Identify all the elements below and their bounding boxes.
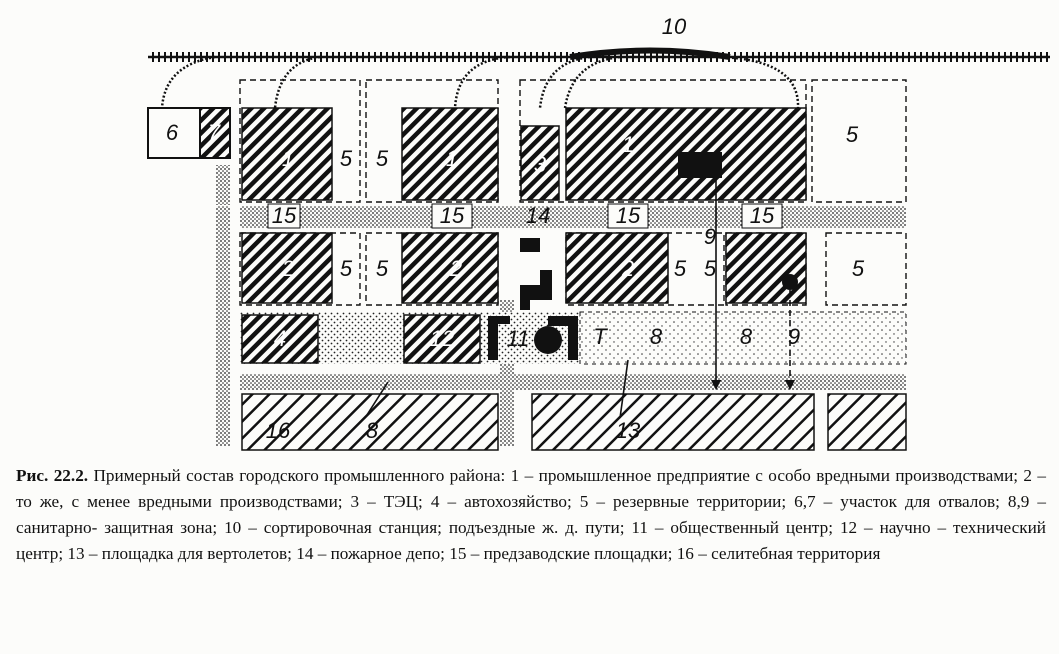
- label-transport: 4: [274, 326, 286, 351]
- label-plant-2b: 2: [449, 256, 462, 281]
- railway-spurs: [160, 55, 800, 109]
- label-reserve-e: 5: [376, 256, 389, 281]
- label-sanitary-a: 8: [650, 324, 663, 349]
- label-civic-center: 11: [507, 326, 530, 351]
- label-sanitary-b: 8: [740, 324, 753, 349]
- plant-1a: [241, 107, 333, 201]
- label-forecourt-a: 15: [272, 203, 297, 228]
- dump-strip: [216, 165, 230, 205]
- label-sanitary-c: 8: [366, 418, 379, 443]
- dump-block-6: [147, 107, 201, 159]
- plant-2c: [565, 232, 669, 304]
- label-plant-2c: 2: [621, 256, 634, 281]
- heliport-13: [531, 393, 815, 451]
- fire-station-building: [520, 270, 552, 310]
- plant-2b: [401, 232, 499, 304]
- label-fire-station: 14: [526, 203, 550, 228]
- label-plant-1a: 1: [282, 146, 294, 171]
- lower-road: [240, 374, 906, 390]
- label-power-plant: 3: [534, 152, 547, 177]
- chimney-block: [678, 152, 722, 178]
- pointer-arrowheads: [711, 380, 795, 390]
- label-plant-1b: 1: [446, 146, 458, 171]
- label-reserve-a: 5: [340, 146, 353, 171]
- plant-2d: [725, 232, 807, 304]
- caption-text: Примерный состав городского промышленног…: [16, 466, 1046, 563]
- label-research-center: 12: [430, 326, 454, 351]
- fire-station-icon: [520, 238, 540, 252]
- forecourt-pads: [267, 203, 783, 229]
- sanitary-zone-right: [579, 311, 907, 365]
- research-center-12: [403, 314, 481, 364]
- label-forecourt-d: 15: [750, 203, 775, 228]
- transport-depot-4: [241, 314, 319, 364]
- label-reserve-f: 5: [674, 256, 687, 281]
- label-residential: 16: [266, 418, 291, 443]
- label-sanitary-arrow: 9: [788, 324, 800, 349]
- label-sanitary-pointer: 9: [704, 224, 716, 249]
- label-plant-1c: 1: [622, 132, 634, 157]
- caption-title: Рис. 22.2.: [16, 466, 89, 485]
- label-forecourt-b: 15: [440, 203, 465, 228]
- residential-right: [827, 393, 907, 451]
- plant-2a: [241, 232, 333, 304]
- label-dump-7: 7: [208, 120, 221, 145]
- residential-16: [241, 393, 499, 451]
- label-reserve-b: 5: [376, 146, 389, 171]
- label-reserve-f2: 5: [704, 256, 717, 281]
- label-dump-6: 6: [166, 120, 179, 145]
- sorting-station-track: [569, 47, 731, 60]
- label-plant-2a: 2: [281, 256, 294, 281]
- pointer-lines: [364, 178, 791, 419]
- label-reserve-c: 5: [846, 122, 859, 147]
- smoke-source: [782, 274, 798, 290]
- railway-main-line: [148, 52, 1050, 62]
- plant-1b: [401, 107, 499, 201]
- vertical-street-left: [216, 206, 230, 446]
- label-forecourt-c: 15: [616, 203, 641, 228]
- power-plant-3: [520, 125, 560, 201]
- label-sorting-station: 10: [662, 14, 687, 39]
- district-plan-diagram: 10 6 7 1 5 5 1 3 1 5 15 15 14 15 15 9 2 …: [147, 14, 1050, 451]
- label-reserve-d: 5: [340, 256, 353, 281]
- figure-caption: Рис. 22.2. Примерный состав городского п…: [16, 463, 1046, 567]
- forecourt-band: [240, 206, 906, 228]
- label-marker-t: T: [593, 324, 608, 349]
- label-heliport: 13: [616, 418, 641, 443]
- dump-block-7: [199, 107, 231, 159]
- label-reserve-g: 5: [852, 256, 865, 281]
